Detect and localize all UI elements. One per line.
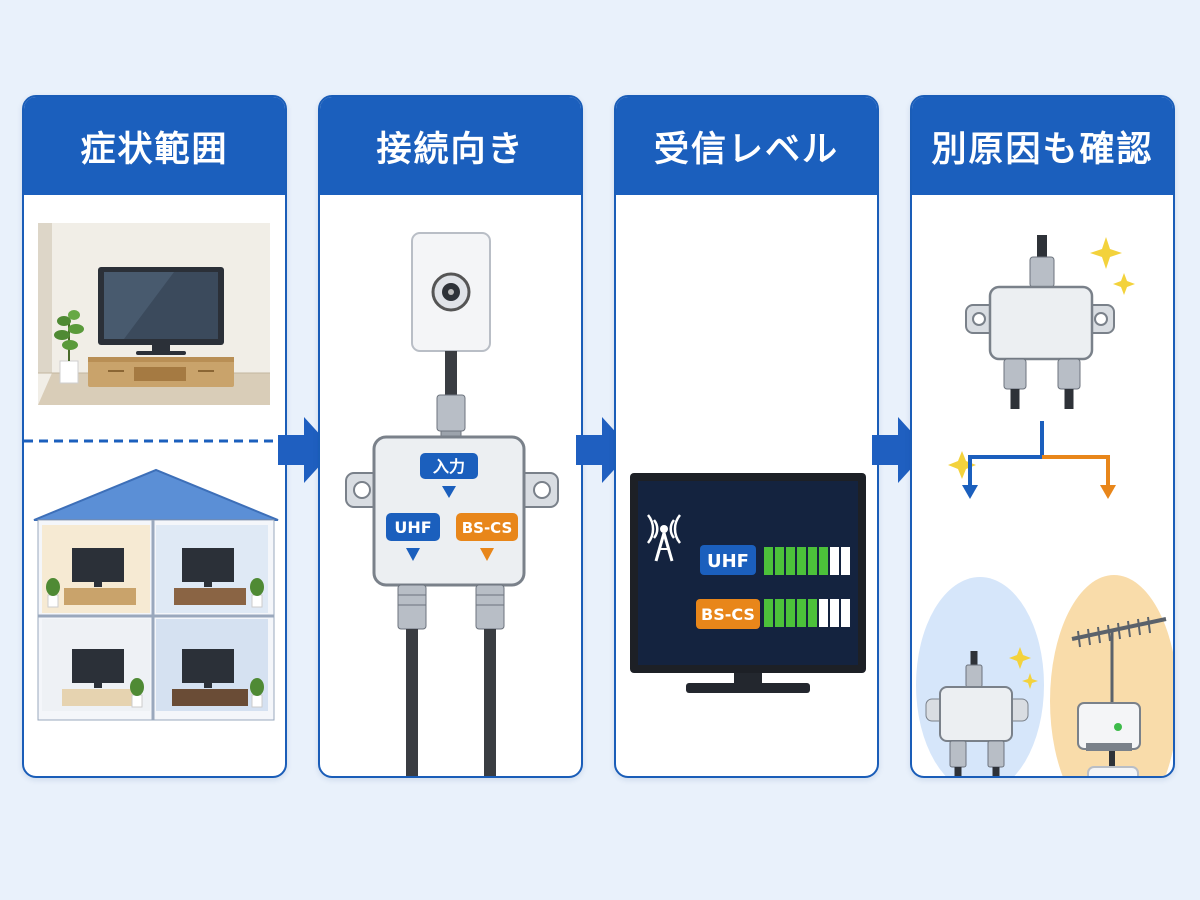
tv-icon: [630, 473, 866, 693]
panel-title: 受信レベル: [616, 97, 877, 195]
meter-segment: [797, 599, 806, 627]
panel-body: UHF BS-CS: [616, 195, 877, 776]
meter-segment: [841, 547, 850, 575]
panel-symptom-range: 症状範囲: [22, 95, 287, 778]
panel-title: 接続向き: [320, 97, 581, 195]
meter-segment: [808, 599, 817, 627]
wall-outlet-icon: [1087, 766, 1139, 776]
meter-segment: [764, 547, 773, 575]
sparkle-icon: [948, 237, 1135, 479]
house-icon: [33, 468, 279, 721]
panel-title: 別原因も確認: [912, 97, 1173, 195]
bscs-port-label: BS-CS: [462, 519, 513, 537]
input-label: 入力: [433, 457, 465, 476]
meter-segment: [775, 547, 784, 575]
bscs-meter-label: BS-CS: [701, 605, 755, 624]
branch-arrow-right: [1042, 455, 1110, 485]
branch-arrow-left: [968, 421, 1044, 485]
panel-connection-direction: 接続向き 入力 UHF: [318, 95, 583, 778]
uhf-port-label: UHF: [394, 518, 431, 537]
single-room-scene: [38, 223, 270, 405]
tv-icon: [98, 267, 224, 355]
meter-segment: [819, 547, 828, 575]
wall-outlet-icon: [411, 232, 491, 352]
meter-segment: [786, 599, 795, 627]
panel-check-other-causes: 別原因も確認: [910, 95, 1175, 778]
panel-title: 症状範囲: [24, 97, 285, 195]
panel-body: [912, 195, 1173, 776]
meter-segment: [830, 599, 839, 627]
booster-icon: [1077, 702, 1141, 751]
panel-body: 入力 UHF BS-CS: [320, 195, 581, 776]
meter-segment: [764, 599, 773, 627]
meter-segment: [808, 547, 817, 575]
antenna-icon: [1071, 616, 1167, 703]
plant-icon: [54, 310, 84, 384]
meter-segment: [819, 599, 828, 627]
antenna-icon: [646, 514, 682, 562]
meter-segment: [841, 599, 850, 627]
meter-segment: [786, 547, 795, 575]
meter-segment: [797, 547, 806, 575]
splitter-icon: [965, 285, 1115, 361]
flow-arrow-2: [576, 417, 632, 483]
flow-arrow-3: [872, 417, 928, 483]
panel-body: [24, 195, 285, 776]
splitter-icon: [925, 651, 1029, 776]
panel-reception-level: 受信レベル UHF BS-CS: [614, 95, 879, 778]
flow-arrow-1: [278, 417, 334, 483]
uhf-meter-label: UHF: [707, 551, 749, 572]
meter-segment: [830, 547, 839, 575]
meter-segment: [775, 599, 784, 627]
splitter-icon: 入力 UHF BS-CS: [345, 435, 559, 587]
